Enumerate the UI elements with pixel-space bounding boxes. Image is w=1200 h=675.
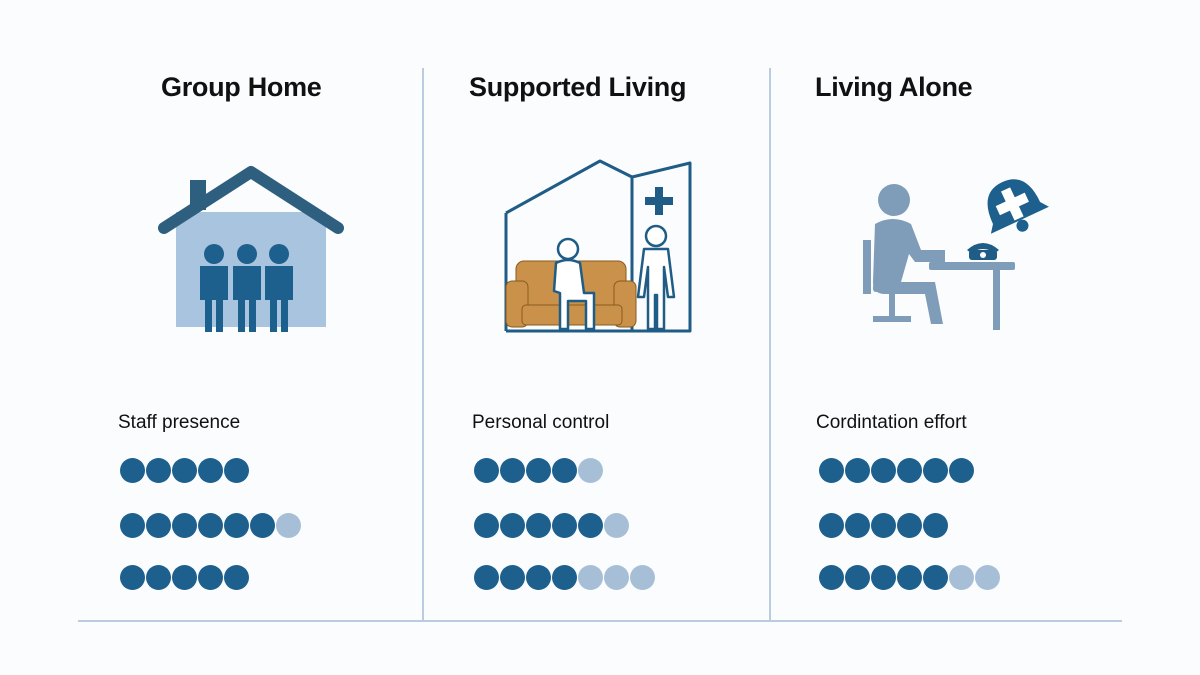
rating-row xyxy=(120,565,249,591)
rating-dot-empty xyxy=(604,565,629,590)
rating-dot-filled xyxy=(578,513,603,538)
column-group-home: Group Home Staff presence xyxy=(0,0,420,620)
rating-dot-filled xyxy=(871,565,896,590)
rating-dot-filled xyxy=(923,565,948,590)
metric-label: Cordintation effort xyxy=(816,412,967,433)
rating-dot-filled xyxy=(500,513,525,538)
rating-dot-filled xyxy=(224,458,249,483)
rating-dot-empty xyxy=(949,565,974,590)
rating-dot-filled xyxy=(172,513,197,538)
rating-row xyxy=(474,565,655,591)
rating-dot-filled xyxy=(897,513,922,538)
rating-dot-empty xyxy=(578,565,603,590)
supported-living-icon xyxy=(504,159,692,333)
rating-dot-filled xyxy=(120,513,145,538)
rating-row xyxy=(120,458,249,484)
rating-dot-filled xyxy=(146,458,171,483)
rating-dot-filled xyxy=(845,513,870,538)
column-supported-living: Supported Living Personal control xyxy=(424,0,770,620)
rating-dot-filled xyxy=(474,513,499,538)
column-title: Group Home xyxy=(161,72,322,102)
rating-dot-empty xyxy=(578,458,603,483)
column-title: Living Alone xyxy=(815,72,973,102)
rating-dot-filled xyxy=(819,458,844,483)
rating-dot-filled xyxy=(845,458,870,483)
rating-dot-filled xyxy=(552,458,577,483)
rating-dot-filled xyxy=(198,565,223,590)
rating-dot-filled xyxy=(198,513,223,538)
rating-dot-filled xyxy=(552,513,577,538)
rating-dot-filled xyxy=(897,565,922,590)
rating-dot-filled xyxy=(474,565,499,590)
rating-dot-filled xyxy=(198,458,223,483)
rating-row xyxy=(120,513,301,539)
rating-dot-filled xyxy=(120,458,145,483)
rating-dot-filled xyxy=(526,513,551,538)
rating-dot-filled xyxy=(526,565,551,590)
rating-dot-filled xyxy=(250,513,275,538)
rating-row xyxy=(819,565,1000,591)
rating-dot-filled xyxy=(871,513,896,538)
rating-dot-filled xyxy=(871,458,896,483)
rating-dot-filled xyxy=(500,565,525,590)
column-divider xyxy=(769,68,771,620)
rating-dot-filled xyxy=(500,458,525,483)
metric-label: Staff presence xyxy=(118,412,241,433)
column-title: Supported Living xyxy=(469,72,687,102)
rating-dot-filled xyxy=(949,458,974,483)
rating-dot-filled xyxy=(146,565,171,590)
rating-row xyxy=(819,458,974,484)
group-home-icon xyxy=(158,166,344,332)
rating-dot-empty xyxy=(975,565,1000,590)
rating-dot-filled xyxy=(923,513,948,538)
rating-row xyxy=(474,458,603,484)
column-divider xyxy=(422,68,424,620)
rating-dot-empty xyxy=(276,513,301,538)
rating-dot-filled xyxy=(224,513,249,538)
rating-row xyxy=(474,513,629,539)
rating-dot-filled xyxy=(474,458,499,483)
rating-dot-filled xyxy=(224,565,249,590)
rating-dot-filled xyxy=(120,565,145,590)
rating-dot-filled xyxy=(172,458,197,483)
rating-dot-filled xyxy=(819,565,844,590)
rating-dot-filled xyxy=(146,513,171,538)
rating-dot-filled xyxy=(897,458,922,483)
rating-dot-filled xyxy=(552,565,577,590)
rating-dot-filled xyxy=(923,458,948,483)
rating-dot-filled xyxy=(819,513,844,538)
living-alone-icon xyxy=(863,179,1049,330)
rating-dot-empty xyxy=(604,513,629,538)
rating-dot-empty xyxy=(630,565,655,590)
rating-dot-filled xyxy=(526,458,551,483)
rating-dot-filled xyxy=(845,565,870,590)
metric-label: Personal control xyxy=(472,412,610,433)
rating-row xyxy=(819,513,948,539)
rating-dot-filled xyxy=(172,565,197,590)
baseline-divider xyxy=(78,620,1122,622)
column-living-alone: Living Alone Cordintation effort xyxy=(771,0,1151,620)
